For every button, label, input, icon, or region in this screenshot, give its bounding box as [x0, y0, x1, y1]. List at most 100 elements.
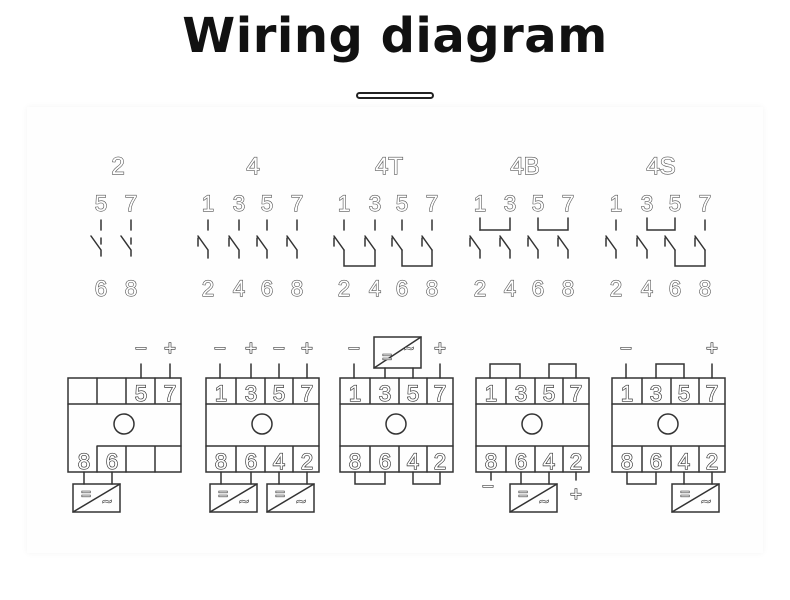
- wire-line: [339, 377, 454, 405]
- terminal-number: 2: [301, 449, 313, 474]
- terminal-number: =: [218, 486, 227, 503]
- terminal-number: =: [680, 486, 689, 503]
- terminal-number: ~: [539, 494, 548, 511]
- terminal-number: 1: [202, 191, 214, 216]
- terminal-number: 6: [95, 276, 107, 301]
- terminal-number: 8: [125, 276, 137, 301]
- terminal-number: 6: [669, 276, 681, 301]
- wire-line: [90, 219, 102, 257]
- contact-label: 4S: [646, 153, 675, 180]
- terminal-number: 4: [369, 276, 381, 301]
- terminal-number: 3: [641, 191, 653, 216]
- contact-label: 2: [111, 153, 124, 180]
- wire-line: [401, 249, 433, 267]
- wire-line: [646, 217, 676, 231]
- terminal-number: 2: [706, 449, 718, 474]
- terminal-number: 6: [261, 276, 273, 301]
- terminal-number: 4: [407, 449, 419, 474]
- terminal-number: ~: [701, 494, 710, 511]
- terminal-number: 1: [349, 381, 361, 406]
- terminal-number: 6: [245, 449, 257, 474]
- wire-line: [205, 377, 320, 405]
- terminal-number: 5: [261, 191, 273, 216]
- terminal-number: 2: [202, 276, 214, 301]
- plus-sign: +: [164, 338, 176, 360]
- minus-sign: −: [135, 338, 147, 360]
- socket-diagram-1: − + 5 7 8 6 = ~: [67, 337, 182, 513]
- converter-box: [209, 483, 258, 513]
- terminal-number: 7: [699, 191, 711, 216]
- terminal-number: 2: [338, 276, 350, 301]
- terminal-number: 2: [474, 276, 486, 301]
- terminal-number: 3: [379, 381, 391, 406]
- terminal-number: 1: [621, 381, 633, 406]
- socket-diagram-5: − + 1 3 5 7 8 6 4 2 = ~: [611, 337, 726, 513]
- contact-diagram-4b: 4B 1 3 5 7 2 4 6 8: [469, 152, 575, 302]
- terminal-number: 6: [515, 449, 527, 474]
- terminal-number: 5: [543, 381, 555, 406]
- plus-sign: +: [245, 338, 257, 360]
- terminal-number: 2: [434, 449, 446, 474]
- wire-line: [674, 249, 706, 267]
- terminal-number: 4: [641, 276, 653, 301]
- wire-line: [469, 229, 481, 259]
- wire-line: [479, 217, 511, 231]
- terminal-number: =: [275, 486, 284, 503]
- wire-line: [96, 445, 182, 473]
- socket-diagram-2: − + − + 1 3 5 7 8 6 4 2 = ~ = ~: [205, 337, 320, 513]
- wire-line: [605, 219, 617, 259]
- wire-line: [256, 219, 268, 259]
- wire-line: [228, 219, 240, 259]
- terminal-number: 3: [515, 381, 527, 406]
- socket-center-hole: [113, 413, 135, 435]
- wire-line: [625, 363, 713, 379]
- minus-sign: −: [214, 338, 226, 360]
- wire-line: [475, 377, 590, 405]
- wire-line: [557, 235, 569, 259]
- terminal-number: 4: [543, 449, 555, 474]
- wire-line: [140, 363, 171, 379]
- converter-box: [509, 483, 558, 513]
- terminal-number: 8: [485, 449, 497, 474]
- terminal-number: 8: [426, 276, 438, 301]
- terminal-number: 7: [164, 381, 176, 406]
- terminal-number: 3: [369, 191, 381, 216]
- wire-line: [490, 471, 577, 485]
- plus-sign: +: [706, 338, 718, 360]
- terminal-number: 2: [610, 276, 622, 301]
- terminal-number: 6: [379, 449, 391, 474]
- wire-line: [611, 377, 726, 405]
- wire-line: [489, 363, 577, 379]
- wire-line: [636, 235, 648, 259]
- wire-line: [671, 483, 720, 513]
- minus-sign: −: [620, 338, 632, 360]
- wire-line: [72, 483, 121, 513]
- terminal-number: 7: [434, 381, 446, 406]
- terminal-number: 8: [78, 449, 90, 474]
- terminal-number: 5: [532, 191, 544, 216]
- socket-diagram-3: − + = ~ 1 3 5 7 8 6 4 2: [339, 336, 454, 485]
- terminal-number: ~: [102, 494, 111, 511]
- terminal-number: 5: [407, 381, 419, 406]
- contact-diagram-4t: 4T 1 3 5 7 2 4 6 8: [333, 152, 439, 302]
- terminal-number: 7: [426, 191, 438, 216]
- wire-line: [286, 219, 298, 259]
- terminal-number: 5: [135, 381, 147, 406]
- terminal-number: 6: [650, 449, 662, 474]
- wire-line: [83, 471, 113, 485]
- wire-line: [220, 471, 308, 485]
- terminal-number: 3: [504, 191, 516, 216]
- terminal-number: 2: [570, 449, 582, 474]
- wire-line: [475, 445, 590, 473]
- terminal-number: 1: [474, 191, 486, 216]
- socket-outline: [475, 377, 590, 473]
- terminal-number: 7: [562, 191, 574, 216]
- socket-diagram-4: 1 3 5 7 8 6 4 2 − + = ~: [475, 363, 590, 513]
- terminal-number: 8: [699, 276, 711, 301]
- terminal-number: 8: [215, 449, 227, 474]
- converter-box: [671, 483, 720, 513]
- wire-line: [391, 219, 433, 251]
- terminal-number: ~: [404, 341, 413, 358]
- contact-diagram-4: 4 1 3 5 7 2 4 6 8: [197, 152, 304, 302]
